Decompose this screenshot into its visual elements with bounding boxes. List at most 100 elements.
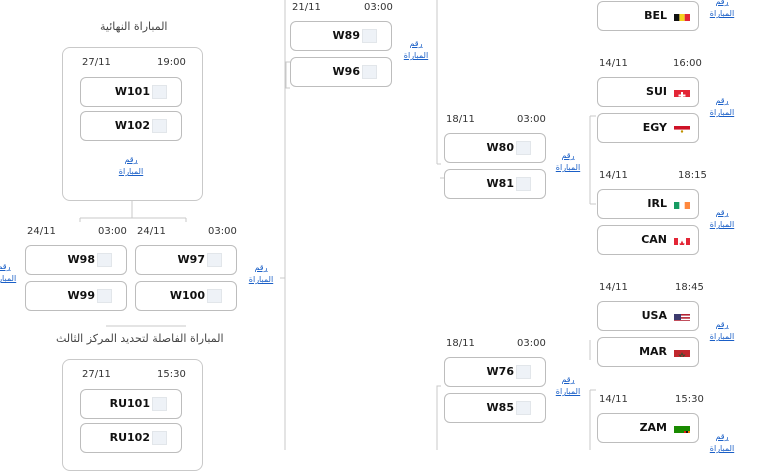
zambia-flag-icon (674, 422, 690, 433)
team-code: W99 (67, 289, 95, 302)
belgium-flag-icon (674, 10, 690, 21)
sf1-team-1[interactable]: W98 (25, 245, 127, 275)
qf-time: 03:00 (364, 2, 393, 13)
team-code: IRL (647, 197, 667, 210)
usa-flag-icon (674, 310, 690, 321)
r32-m1-date: 14/11 (599, 58, 628, 69)
canada-flag-icon (674, 234, 690, 245)
switzerland-flag-icon (674, 86, 690, 97)
r32-m2-time: 18:15 (678, 170, 707, 181)
team-code: W102 (114, 119, 150, 132)
placeholder-flag-icon (516, 177, 531, 191)
qf-team-1[interactable]: W89 (290, 21, 392, 51)
sf1-team-2[interactable]: W99 (25, 281, 127, 311)
r16b-team-2[interactable]: W85 (444, 393, 546, 423)
final-team-2[interactable]: W102 (80, 111, 182, 141)
r32-m2-team-2[interactable]: CAN (597, 225, 699, 255)
r16b-team-1[interactable]: W76 (444, 357, 546, 387)
r32-m1-time: 16:00 (673, 58, 702, 69)
team-code: BEL (644, 9, 667, 22)
placeholder-flag-icon (362, 65, 377, 79)
r32-m4-date: 14/11 (599, 394, 628, 405)
qf-team-2[interactable]: W96 (290, 57, 392, 87)
team-code: W98 (67, 253, 95, 266)
placeholder-flag-icon (152, 431, 167, 445)
qf-date: 21/11 (292, 2, 321, 13)
r16a-date: 18/11 (446, 114, 475, 125)
placeholder-flag-icon (97, 289, 112, 303)
r32-m3-team-1[interactable]: USA (597, 301, 699, 331)
r32-m3-time: 18:45 (675, 282, 704, 293)
team-code: W81 (486, 177, 514, 190)
r32-top-team[interactable]: BEL (597, 1, 699, 31)
third-team-1[interactable]: RU101 (80, 389, 182, 419)
r32-m3-team-2[interactable]: MAR (597, 337, 699, 367)
sf2-team-1[interactable]: W97 (135, 245, 237, 275)
r16b-time: 03:00 (517, 338, 546, 349)
placeholder-flag-icon (516, 365, 531, 379)
final-date: 27/11 (82, 57, 111, 68)
team-code: W85 (486, 401, 514, 414)
team-code: W80 (486, 141, 514, 154)
r32-m1-team-2[interactable]: EGY (597, 113, 699, 143)
team-code: RU102 (109, 431, 150, 444)
team-code: CAN (641, 233, 667, 246)
final-title: المباراة النهائية (100, 20, 168, 33)
final-time: 19:00 (157, 57, 186, 68)
third-date: 27/11 (82, 369, 111, 380)
egypt-flag-icon (674, 122, 690, 133)
r32-m4-time: 15:30 (675, 394, 704, 405)
placeholder-flag-icon (97, 253, 112, 267)
team-code: RU101 (109, 397, 150, 410)
r32-m1-team-1[interactable]: SUI (597, 77, 699, 107)
morocco-flag-icon (674, 346, 690, 357)
placeholder-flag-icon (362, 29, 377, 43)
sf2-time: 03:00 (208, 226, 237, 237)
team-code: W76 (486, 365, 514, 378)
placeholder-flag-icon (516, 141, 531, 155)
sf2-date: 24/11 (137, 226, 166, 237)
r16b-date: 18/11 (446, 338, 475, 349)
team-code: EGY (642, 121, 667, 134)
final-team-1[interactable]: W101 (80, 77, 182, 107)
placeholder-flag-icon (207, 253, 222, 267)
team-code: W97 (177, 253, 205, 266)
ireland-flag-icon (674, 198, 690, 209)
sf2-team-2[interactable]: W100 (135, 281, 237, 311)
third-title: المباراة الفاصلة لتحديد المركز الثالث (56, 332, 224, 345)
sf1-date: 24/11 (27, 226, 56, 237)
team-code: W100 (169, 289, 205, 302)
r16a-team-2[interactable]: W81 (444, 169, 546, 199)
team-code: USA (641, 309, 667, 322)
third-time: 15:30 (157, 369, 186, 380)
r32-m4-team-1[interactable]: ZAM (597, 413, 699, 443)
team-code: SUI (646, 85, 667, 98)
placeholder-flag-icon (152, 85, 167, 99)
third-team-2[interactable]: RU102 (80, 423, 182, 453)
r16a-time: 03:00 (517, 114, 546, 125)
r32-m2-team-1[interactable]: IRL (597, 189, 699, 219)
placeholder-flag-icon (152, 397, 167, 411)
placeholder-flag-icon (516, 401, 531, 415)
placeholder-flag-icon (207, 289, 222, 303)
team-code: W89 (332, 29, 360, 42)
team-code: ZAM (639, 421, 667, 434)
sf1-time: 03:00 (98, 226, 127, 237)
r32-m3-date: 14/11 (599, 282, 628, 293)
team-code: MAR (639, 345, 667, 358)
team-code: W96 (332, 65, 360, 78)
r16a-team-1[interactable]: W80 (444, 133, 546, 163)
placeholder-flag-icon (152, 119, 167, 133)
team-code: W101 (114, 85, 150, 98)
